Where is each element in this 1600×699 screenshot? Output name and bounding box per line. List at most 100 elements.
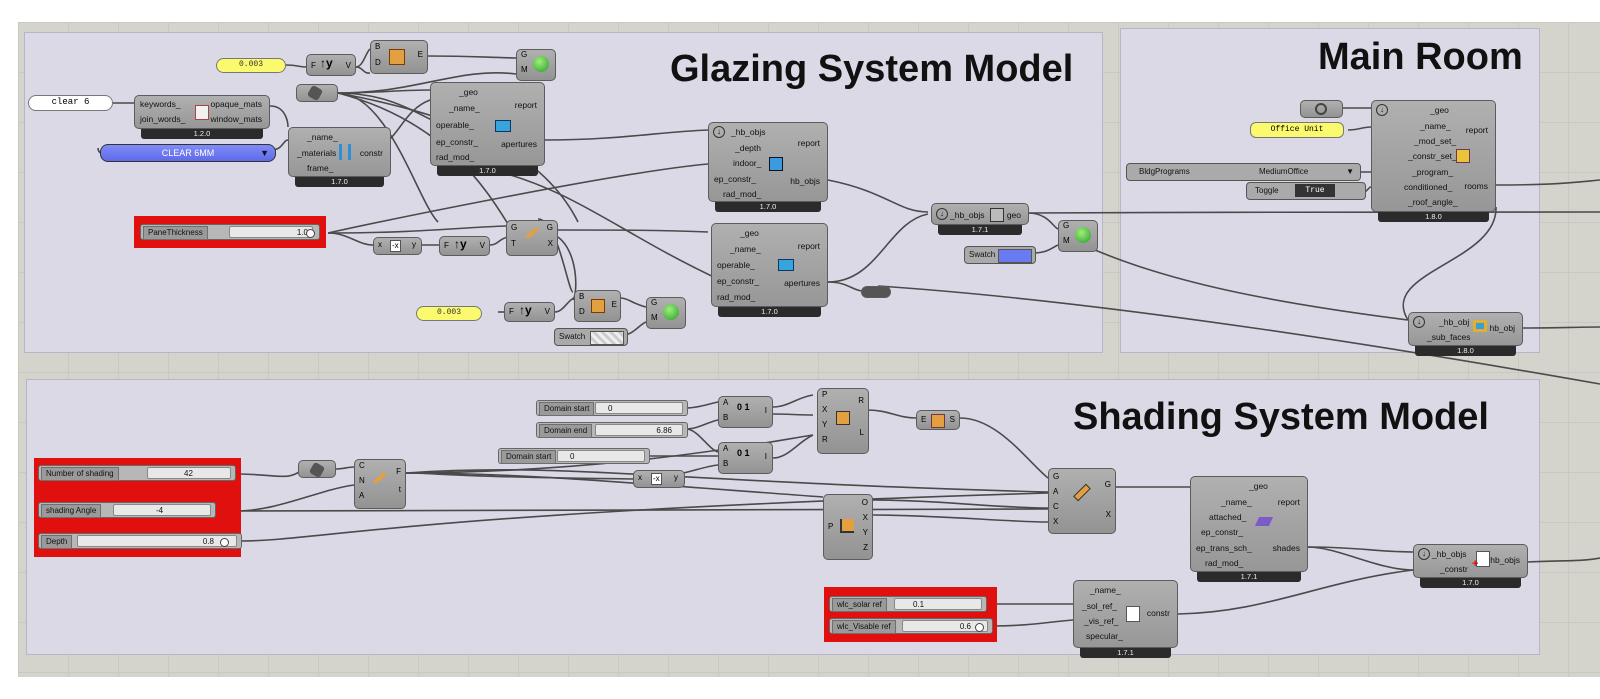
port-hb-objs-out[interactable]: hb_objs (790, 176, 820, 186)
port-t[interactable]: T (511, 239, 516, 248)
port-g[interactable]: G (1053, 472, 1060, 481)
port-depth[interactable]: _depth (735, 143, 761, 153)
pane-thickness-slider[interactable]: PaneThickness 1.0 (140, 224, 320, 240)
clear-6mm-dropdown[interactable]: CLEAR 6MM ▼ (100, 144, 276, 162)
port-e[interactable]: E (417, 50, 423, 59)
add-subface-component[interactable]: ↓ _hb_objs _depth indoor_ ep_constr_ rad… (708, 122, 828, 212)
port-a[interactable]: A (723, 398, 729, 407)
geometry-param[interactable] (296, 84, 338, 102)
port-o[interactable]: O (861, 498, 868, 507)
divide-curve-component[interactable]: C N A F t (354, 459, 406, 509)
port-z[interactable]: Z (863, 543, 868, 552)
port-f[interactable]: F (444, 241, 449, 250)
negative-component[interactable]: x -x y (373, 237, 422, 255)
port-roof-angle[interactable]: _roof_angle_ (1408, 197, 1458, 207)
slider-value[interactable]: 0.8 (77, 535, 237, 547)
port-c[interactable]: C (359, 461, 365, 470)
shading-angle-slider[interactable]: shading Angle -4 (38, 502, 216, 518)
wlc-visable-slider[interactable]: wlc_Visable ref 0.6 (829, 618, 993, 634)
port-x[interactable]: x (638, 473, 642, 482)
port-g-out[interactable]: G (1104, 480, 1111, 489)
port-name[interactable]: _name_ (307, 132, 338, 142)
slider-grip[interactable] (306, 229, 315, 238)
port-b[interactable]: B (723, 413, 729, 422)
port-geo[interactable]: _geo (1430, 105, 1449, 115)
port-name[interactable]: _name_ (1221, 497, 1252, 507)
deconstruct-object-component[interactable]: ↓ _hb_objs geo 1.7.1 (931, 203, 1029, 235)
port-a[interactable]: A (1053, 487, 1059, 496)
gm-preview-mid[interactable]: G M (1058, 220, 1098, 252)
port-i[interactable]: I (764, 452, 767, 461)
port-name[interactable]: _name_ (1420, 121, 1451, 131)
toggle-boolean[interactable]: Toggle True (1246, 182, 1366, 200)
panel-clear-6[interactable]: clear 6 (28, 95, 113, 111)
gm-preview-bottom[interactable]: G M (646, 297, 686, 329)
port-geo[interactable]: _geo (1249, 481, 1268, 491)
wlc-solar-slider[interactable]: wlc_solar ref 0.1 (829, 596, 987, 612)
port-mod-set[interactable]: _mod_set_ (1414, 136, 1457, 146)
port-s[interactable]: S (949, 415, 955, 424)
deconstruct-plane-component[interactable]: P O X Y Z (823, 494, 873, 560)
move-component[interactable]: G T G X (506, 220, 558, 256)
port-report[interactable]: report (1465, 125, 1488, 135)
port-g[interactable]: G (1063, 221, 1070, 230)
port-ep-constr[interactable]: ep_constr_ (714, 174, 757, 184)
negative-component-shading[interactable]: x -x y (633, 470, 685, 488)
construct-domain-2[interactable]: A B 0 1 I (718, 442, 773, 474)
toggle-value[interactable]: True (1295, 184, 1335, 197)
port-f[interactable]: F (509, 307, 514, 316)
window-construction-component[interactable]: _name_ _materials frame_ constr 1.7.0 (288, 127, 391, 187)
port-g-out[interactable]: G (546, 223, 553, 232)
bde-component-bottom[interactable]: B D E (574, 290, 621, 322)
extrude-surface-component[interactable]: E S (916, 410, 960, 430)
port-hb-objs[interactable]: _hb_objs (950, 210, 985, 220)
add-aperture-component[interactable]: ↓ _hb_obj _sub_faces hb_obj 1.8.0 (1408, 312, 1523, 356)
port-rad-mod[interactable]: rad_mod_ (723, 189, 762, 199)
aperture-component-1[interactable]: _geo _name_ operable_ ep_constr_ rad_mod… (430, 82, 545, 176)
port-m[interactable]: M (521, 65, 528, 74)
port-y[interactable]: y (674, 473, 678, 482)
port-keywords[interactable]: keywords_ (140, 99, 181, 109)
slider-value[interactable]: 0.6 (902, 620, 988, 632)
fyv-component-mid[interactable]: F ↑y V (439, 236, 490, 256)
port-f[interactable]: F (311, 61, 316, 70)
port-m[interactable]: M (651, 313, 658, 322)
port-v[interactable]: V (479, 241, 485, 250)
port-x[interactable]: X (822, 405, 828, 414)
geometry-param-shading[interactable] (298, 460, 336, 479)
port-e[interactable]: E (611, 300, 617, 309)
rectangle-component[interactable]: P X Y R R L (817, 388, 869, 454)
port-program[interactable]: _program_ (1412, 167, 1454, 177)
port-geo[interactable]: geo (1006, 210, 1021, 220)
port-hb-objs-out[interactable]: hb_objs (1490, 555, 1520, 565)
port-f[interactable]: F (396, 467, 401, 476)
port-report[interactable]: report (1277, 497, 1300, 507)
port-d[interactable]: D (375, 58, 381, 67)
rotate-component[interactable]: G A C X G X (1048, 468, 1116, 534)
port-y[interactable]: Y (822, 420, 828, 429)
port-constr[interactable]: _constr (1440, 564, 1468, 574)
domain-start-slider-2[interactable]: Domain start 0 (498, 448, 650, 464)
port-operable[interactable]: operable_ (717, 260, 755, 270)
slider-value[interactable]: 42 (147, 467, 231, 479)
port-b[interactable]: B (723, 459, 729, 468)
port-p[interactable]: P (828, 522, 834, 531)
port-hb-objs[interactable]: _hb_objs (731, 127, 766, 137)
port-constr[interactable]: constr (1146, 608, 1170, 618)
port-l-out[interactable]: L (859, 428, 864, 437)
port-a[interactable]: A (359, 491, 365, 500)
swatch-color[interactable] (998, 249, 1032, 263)
swatch-bottom[interactable]: Swatch (554, 328, 628, 346)
port-report[interactable]: report (797, 241, 820, 251)
port-shades[interactable]: shades (1272, 543, 1300, 553)
port-rooms[interactable]: rooms (1464, 181, 1488, 191)
port-ep-trans-sch[interactable]: ep_trans_sch_ (1196, 543, 1252, 553)
port-name[interactable]: _name_ (1090, 585, 1121, 595)
port-rad-mod[interactable]: rad_mod_ (1205, 558, 1244, 568)
port-sub-faces[interactable]: _sub_faces (1427, 332, 1471, 342)
port-report[interactable]: report (797, 138, 820, 148)
port-m[interactable]: M (1063, 236, 1070, 245)
port-attached[interactable]: attached_ (1209, 512, 1247, 522)
gm-preview-top[interactable]: G M (516, 49, 556, 81)
port-r-out[interactable]: R (858, 396, 864, 405)
